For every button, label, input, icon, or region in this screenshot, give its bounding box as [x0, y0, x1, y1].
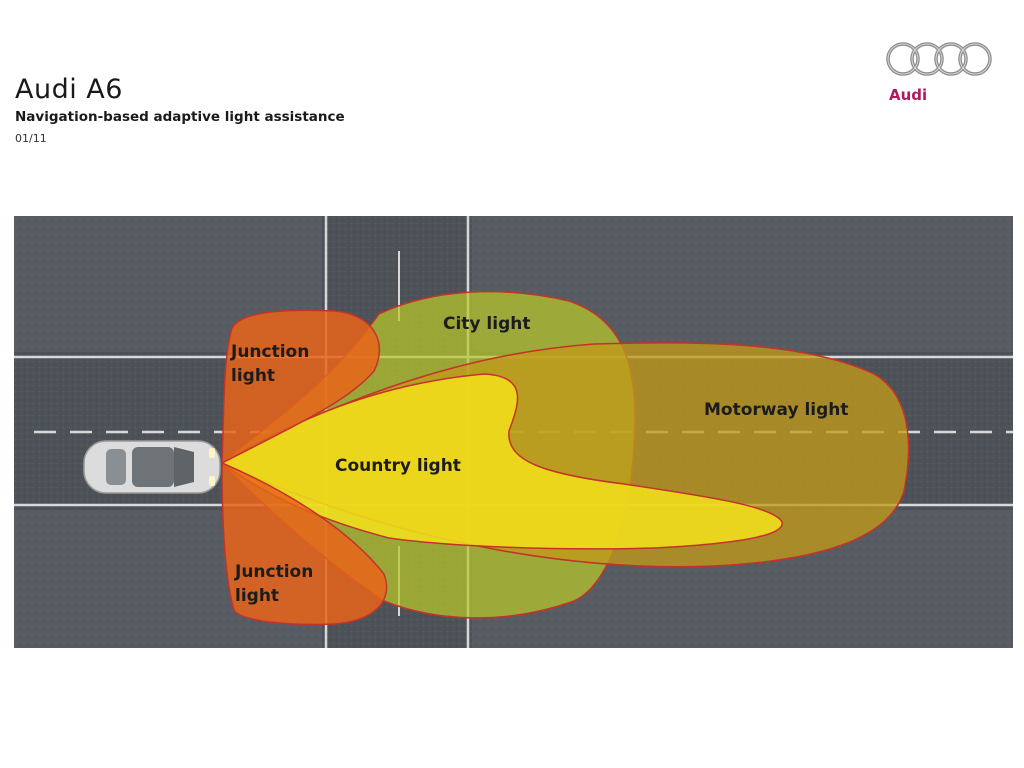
city-blocks	[14, 216, 1013, 648]
junction-light-top-label-line1: Junction	[230, 342, 309, 362]
page-title: Audi A6	[15, 74, 123, 105]
country-light-label: Country light	[335, 456, 461, 476]
page-date: 01/11	[15, 132, 47, 145]
audi-rings-logo-icon	[886, 42, 992, 76]
audi-logo-text: Audi	[889, 86, 928, 104]
junction-light-top-zone	[221, 309, 381, 465]
car-top-view-icon	[83, 440, 221, 494]
page-subtitle: Navigation-based adaptive light assistan…	[15, 109, 345, 125]
city-light-label: City light	[443, 314, 530, 334]
country-light-zone	[220, 373, 783, 550]
junction-light-bottom-label-line1: Junction	[234, 562, 313, 582]
light-distribution-diagram: City light Motorway light Country light …	[14, 216, 1013, 648]
motorway-light-label: Motorway light	[704, 400, 849, 420]
junction-light-top-label-line2: light	[231, 366, 275, 386]
junction-light-bottom-zone	[221, 461, 388, 626]
junction-light-bottom-label-line2: light	[235, 586, 279, 606]
